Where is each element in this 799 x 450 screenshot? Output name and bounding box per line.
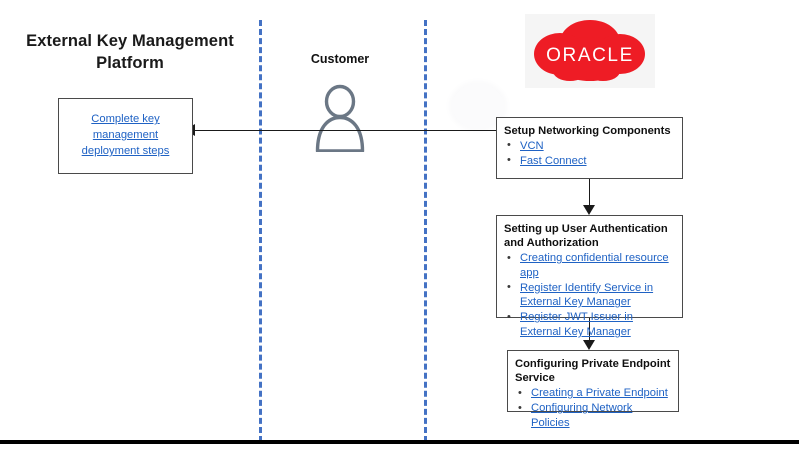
customer-lane-label: Customer	[310, 52, 370, 66]
background-watermark	[452, 84, 504, 128]
list-item[interactable]: Configuring Network Policies	[515, 401, 671, 430]
box-configuring-private-endpoint-service[interactable]: Configuring Private Endpoint Service Cre…	[507, 350, 679, 429]
link-register-identify-service[interactable]: Register Identify Service in External Ke…	[520, 281, 654, 309]
link-configuring-network-policies[interactable]: Configuring Network Policies	[531, 402, 633, 429]
list-item[interactable]: Register JWT Issuer in External Key Mana…	[504, 310, 675, 339]
person-icon	[312, 84, 368, 153]
box-heading: Configuring Private Endpoint Service	[515, 358, 671, 385]
footer-divider	[0, 440, 799, 444]
link-vcn[interactable]: VCN	[520, 139, 544, 152]
list-item[interactable]: Register Identify Service in External Ke…	[504, 280, 675, 310]
box-user-authentication-authorization[interactable]: Setting up User Authentication and Autho…	[496, 215, 683, 338]
box-setup-networking-components[interactable]: Setup Networking Components VCN Fast Con…	[496, 117, 683, 179]
connector-oracle-to-platform	[188, 130, 496, 131]
list-item[interactable]: VCN	[504, 138, 675, 154]
list-item[interactable]: Creating a Private Endpoint	[515, 386, 671, 401]
arrow-down-icon	[583, 340, 595, 350]
page-title: External Key Management Platform	[26, 32, 234, 73]
link-complete-key-management-deployment-steps[interactable]: Complete key management deployment steps	[81, 113, 170, 157]
lane-divider-customer-oracle	[424, 20, 427, 442]
bullet-list: Creating a Private Endpoint Configuring …	[515, 386, 671, 430]
oracle-cloud-icon: ORACLE	[525, 14, 655, 88]
link-fast-connect[interactable]: Fast Connect	[520, 154, 587, 167]
lane-divider-platform-customer	[259, 20, 262, 442]
arrow-down-icon	[583, 205, 595, 215]
connector-networking-to-auth	[589, 179, 590, 209]
bullet-list: Creating confidential resource app Regis…	[504, 251, 675, 339]
link-register-jwt-issuer[interactable]: Register JWT Issuer in External Key Mana…	[520, 311, 633, 338]
box-heading: Setup Networking Components	[504, 125, 671, 137]
oracle-wordmark: ORACLE	[546, 45, 634, 66]
list-item[interactable]: Fast Connect	[504, 153, 675, 169]
box-heading: Setting up User Authentication and Autho…	[504, 223, 668, 250]
link-creating-a-private-endpoint[interactable]: Creating a Private Endpoint	[531, 387, 668, 400]
link-creating-confidential-resource-app[interactable]: Creating confidential resource app	[520, 252, 669, 279]
list-item[interactable]: Creating confidential resource app	[504, 251, 675, 280]
bullet-list: VCN Fast Connect	[504, 138, 675, 169]
box-complete-key-management[interactable]: Complete key management deployment steps	[58, 98, 193, 174]
